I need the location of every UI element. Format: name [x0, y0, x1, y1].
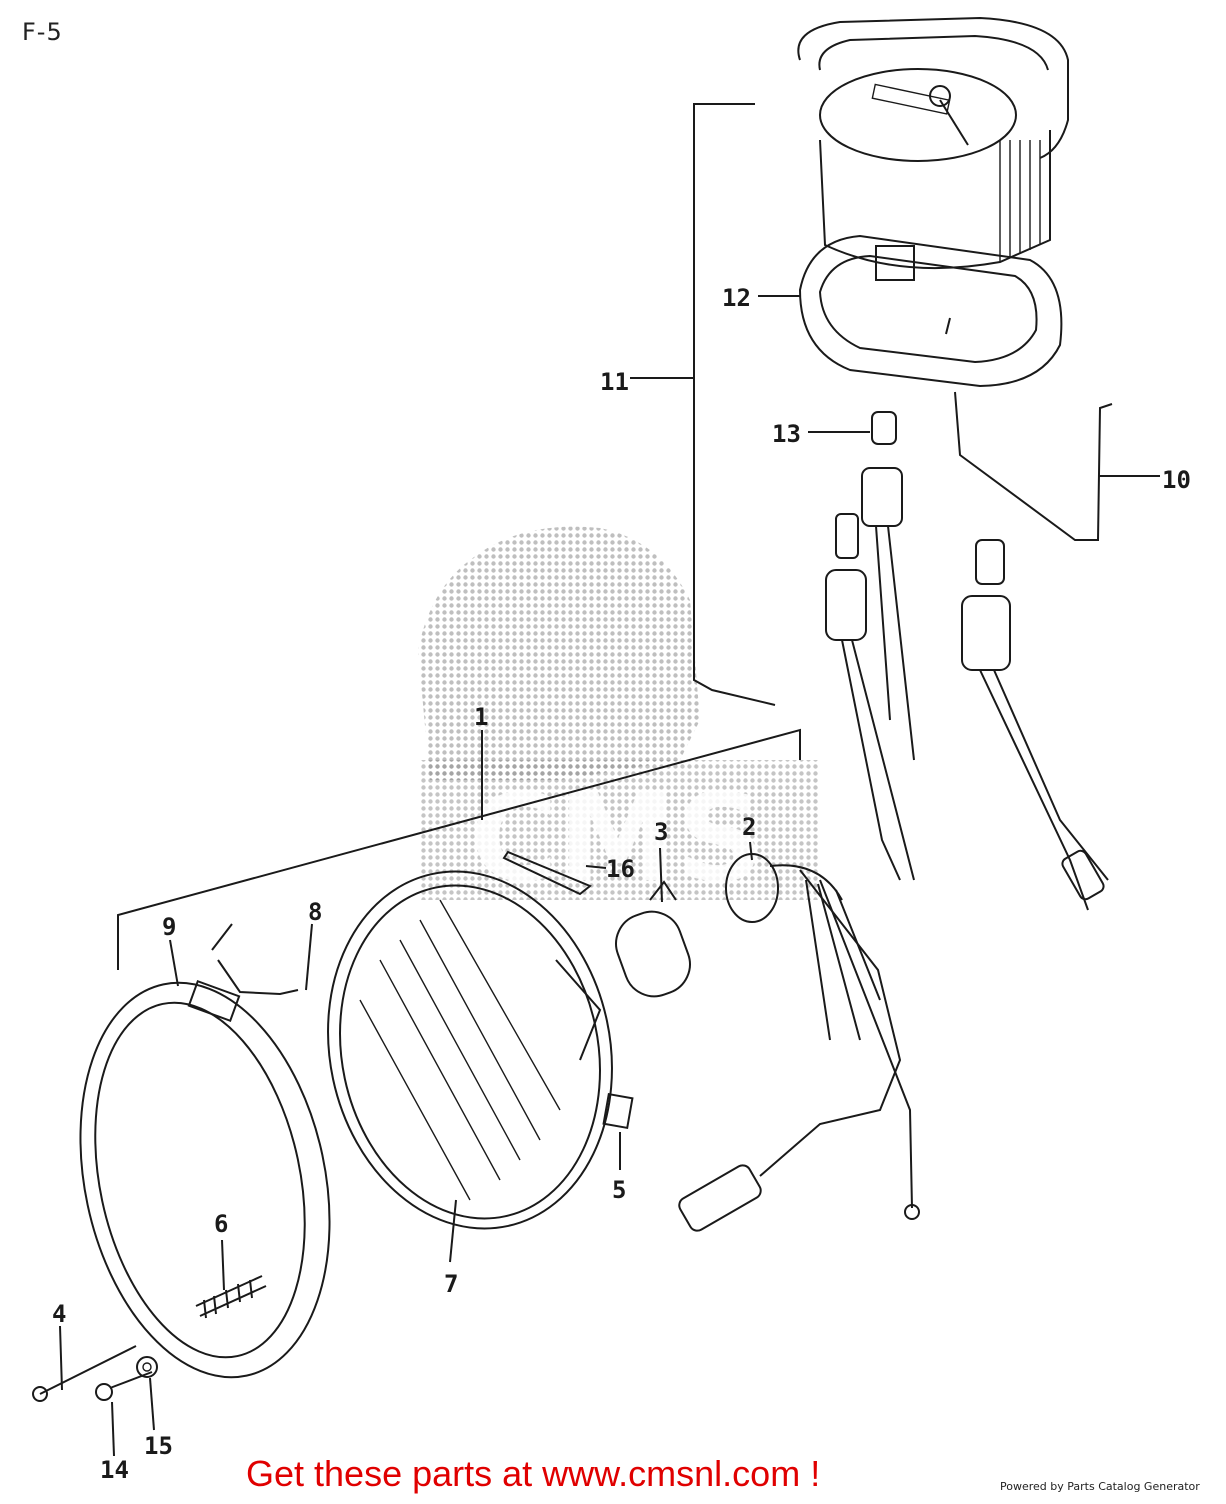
callout-1: 1: [474, 703, 488, 731]
promo-link[interactable]: Get these parts at www.cmsnl.com !: [246, 1453, 821, 1494]
callout-5: 5: [612, 1176, 626, 1204]
watermark-text: CMS: [470, 770, 764, 909]
callout-3: 3: [654, 818, 668, 846]
cms-watermark: CMS: [418, 526, 820, 909]
callout-14: 14: [100, 1456, 129, 1484]
bracket-1-line: [117, 728, 801, 970]
callout-16: 16: [606, 855, 635, 883]
callout-4: 4: [52, 1300, 66, 1328]
callout-13: 13: [772, 420, 801, 448]
speedometer-assembly: [630, 16, 1160, 911]
powered-by-text: Powered by Parts Catalog Generator: [1000, 1480, 1200, 1493]
callout-labels: 1 2 3 4 5 6 7 8 9 10 11 12 13 14 15 16: [52, 284, 1191, 1484]
callout-8: 8: [308, 898, 322, 926]
callout-12: 12: [722, 284, 751, 312]
callout-9: 9: [162, 913, 176, 941]
callout-2: 2: [742, 813, 756, 841]
callout-10: 10: [1162, 466, 1191, 494]
callout-7: 7: [444, 1270, 458, 1298]
callout-15: 15: [144, 1432, 173, 1460]
callout-6: 6: [214, 1210, 228, 1238]
headlight-assembly: [32, 728, 920, 1457]
callout-11: 11: [600, 368, 629, 396]
bracket-11-line: [693, 103, 776, 706]
page-id: F-5: [22, 18, 63, 46]
